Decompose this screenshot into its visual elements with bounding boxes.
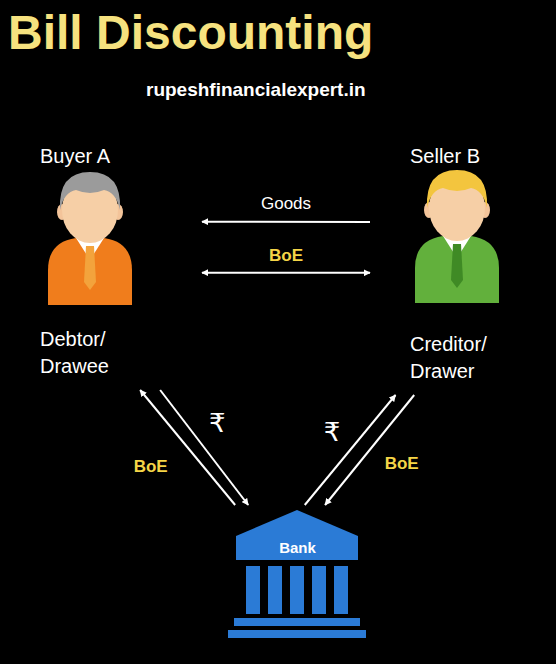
node-role: Debtor/ Drawee — [40, 326, 150, 380]
node-heading: Seller B — [410, 143, 520, 170]
flow-arrow — [202, 221, 370, 223]
edge-label: BoE — [267, 246, 305, 266]
node-heading: Buyer A — [40, 143, 150, 170]
flow-arrow — [160, 390, 248, 505]
party-node: Buyer A Debtor/ Drawee — [20, 135, 202, 390]
flow-arrow — [325, 395, 414, 505]
flow-arrow — [202, 272, 370, 274]
flow-arrow — [140, 390, 235, 505]
watermark: rupeshfinancialexpert.in — [146, 78, 366, 102]
node-role: Creditor/ Drawer — [410, 331, 520, 385]
edge-label: Goods — [259, 194, 313, 214]
edge-label: BoE — [383, 454, 421, 474]
seller-figure — [415, 170, 499, 303]
edge-label: ₹ — [207, 408, 228, 439]
diagram-title: Bill Discounting — [8, 4, 373, 62]
edge-label: BoE — [132, 456, 170, 476]
node-heading: Bank — [279, 539, 316, 557]
buyer-figure — [48, 172, 132, 305]
bank-building — [228, 510, 366, 638]
edge-label: ₹ — [322, 417, 343, 448]
flow-arrow — [305, 395, 396, 505]
party-node: Seller B Creditor/ Drawer — [370, 135, 540, 395]
bank-node: Bank — [225, 505, 370, 645]
